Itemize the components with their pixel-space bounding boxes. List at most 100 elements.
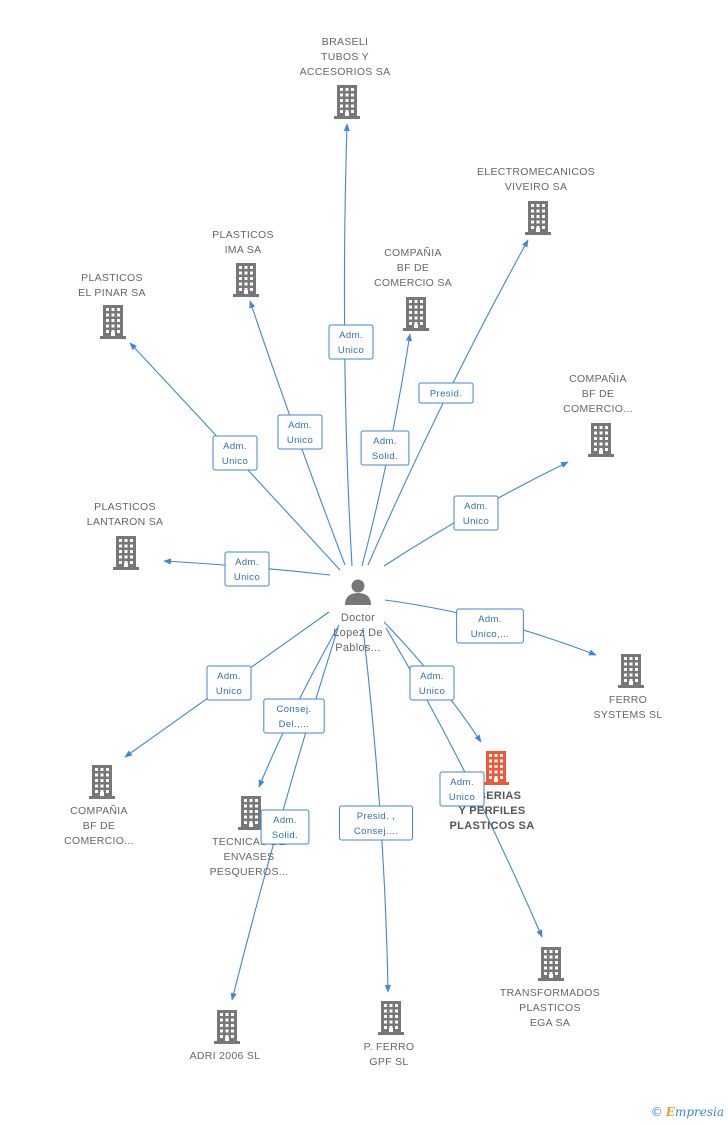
role-text-line: Adm. [288,420,312,431]
role-text: Adm. Unico [419,671,445,697]
company-name-line: Y PERFILES [459,805,526,817]
company-node-adri[interactable]: ADRI 2006 SL [190,1010,261,1062]
brand-watermark: ©Empresia [651,1105,724,1119]
company-name-line: EL PINAR SA [78,287,146,299]
edge-label-tecnicas[interactable]: Consej. Del.,... [263,698,325,734]
company-name-line: BF DE [582,388,614,400]
company-name-line: ADRI 2006 SL [190,1050,261,1062]
company-name-line: P. FERRO [364,1041,415,1053]
role-text: Adm.Solid. [372,436,398,462]
company-name-line: PLASTICOS [94,501,156,513]
company-name-line: PESQUEROS... [210,866,289,878]
role-text: Adm. Unico [216,671,242,697]
edge-label-compania-bf-right[interactable]: Adm.Unico [453,495,499,531]
role-text-line: Unico [234,572,260,583]
role-text-line: Adm. [235,557,259,568]
role-text-line: Consej. [276,704,311,715]
role-text-line: Adm. [478,614,502,625]
edge-label-plasticos-lantaron[interactable]: Adm. Unico [224,551,270,587]
edge-label-braseli[interactable]: Adm. Unico [328,324,374,360]
copyright-symbol: © [650,1105,663,1119]
role-text-line: Presid. [430,389,462,400]
role-text-line: Del.,... [279,719,310,730]
company-name-line: ELECTROMECANICOS [477,166,595,178]
company-name-line: PLASTICOS SA [450,820,535,832]
person-name-line: Lopez De [333,627,383,639]
role-text: Adm.Solid. [272,815,298,841]
role-text-line: Adm. [223,441,247,452]
person-name-line: Pablos... [335,642,381,654]
company-name-line: TUBOS Y [321,51,369,63]
role-text: Adm.Unico [222,441,248,467]
role-text: Presid. ,Consej.... [354,811,398,837]
role-text-line: Adm. [339,330,363,341]
company-node-plasticos-ima[interactable]: PLASTICOS IMA SA [212,229,274,297]
edge-label-plasticos-ima[interactable]: Adm.Unico [277,414,323,450]
role-text-line: Adm. [420,671,444,682]
company-name-line: COMPAÑIA [569,372,627,385]
role-text-line: Unico [419,686,445,697]
building-icon [538,947,564,981]
company-name-line: IMA SA [225,244,262,256]
role-text-line: Adm. [273,815,297,826]
company-node-electromecanicos[interactable]: ELECTROMECANICOS VIVEIRO SA [477,166,595,235]
person-name-line: Doctor [341,612,375,624]
role-text: Adm.Unico [463,501,489,527]
company-name-line: COMERCIO... [64,835,134,847]
company-name-line: PLASTICOS [212,229,274,241]
role-text: Adm. Unico [449,777,475,803]
company-name-line: ACCESORIOS SA [300,66,391,78]
company-name: ELECTROMECANICOS VIVEIRO SA [477,166,595,193]
edge-label-plasticos-el-pinar[interactable]: Adm.Unico [212,435,258,471]
edge-label-tuberias[interactable]: Adm. Unico [409,665,455,701]
company-node-braseli[interactable]: BRASELI TUBOS Y ACCESORIOS SA [300,36,391,119]
company-node-ferro-systems[interactable]: FERRO SYSTEMS SL [594,654,663,721]
edge-label-p-ferro[interactable]: Presid. ,Consej.... [339,805,413,841]
edge-label-adri[interactable]: Adm.Solid. [260,809,310,845]
company-name-line: PLASTICOS [81,272,143,284]
building-icon [588,423,614,457]
edge-label-electromecanicos[interactable]: Presid. [418,382,474,404]
role-text-line: Adm. [217,671,241,682]
role-text: Adm. Unico [338,330,364,356]
company-name-line: FERRO [609,694,647,706]
building-icon [238,796,264,830]
role-text-line: Unico [449,792,475,803]
company-name-line: BF DE [397,262,429,274]
building-icon [403,297,429,331]
edge-label-ferro-systems[interactable]: Adm.Unico,... [456,608,524,644]
role-text-line: Adm. [450,777,474,788]
company-name-line: SYSTEMS SL [594,709,663,721]
role-text-line: Unico [216,686,242,697]
company-name-line: ENVASES [224,851,275,863]
edges-layer [124,123,597,1001]
company-name-line: BRASELI [322,36,368,48]
edge-label-transformados[interactable]: Adm. Unico [439,771,485,807]
building-icon [525,201,551,235]
edge-label-compania-bf-left[interactable]: Adm. Unico [206,665,252,701]
role-text-line: Unico [463,516,489,527]
company-node-plasticos-el-pinar[interactable]: PLASTICOS EL PINAR SA [78,272,146,339]
edge-label-compania-bf-top[interactable]: Adm.Solid. [360,430,410,466]
role-text-line: Unico [338,345,364,356]
company-name: PLASTICOS EL PINAR SA [78,272,146,299]
company-name-line: VIVEIRO SA [505,181,568,193]
person-icon [345,579,371,605]
company-name: PLASTICOS IMA SA [212,229,274,256]
role-text-line: Consej.... [354,826,398,837]
